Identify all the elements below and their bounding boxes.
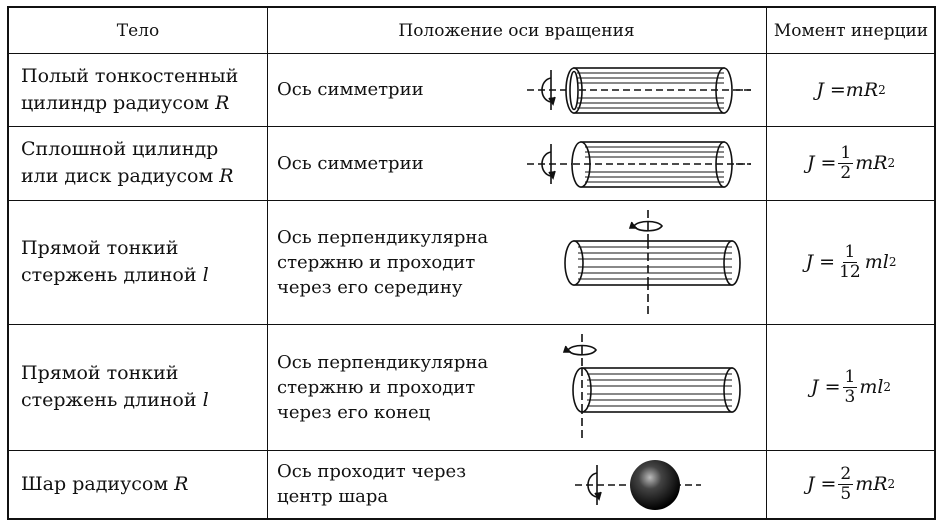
- axis-line: через его середину: [277, 276, 463, 298]
- axis-cell: Ось симметрии: [267, 126, 517, 200]
- body-cell: Полый тонкостенный цилиндр радиусом R: [9, 53, 267, 126]
- formula-lhs: J =: [806, 152, 837, 174]
- rod-end-axis-figure: [562, 334, 741, 442]
- fraction-denominator: 3: [844, 386, 856, 407]
- formula-exponent: 2: [883, 380, 892, 394]
- fraction-numerator: 1: [842, 241, 858, 263]
- fraction-numerator: 1: [842, 366, 858, 388]
- row-divider: [9, 200, 934, 201]
- fraction-numerator: 1: [838, 142, 854, 164]
- axis-line: стержню и проходит: [277, 251, 476, 273]
- axis-line: через его конец: [277, 401, 431, 423]
- formula-exponent: 2: [888, 255, 897, 269]
- rod-middle-axis-figure: [564, 210, 741, 316]
- axis-line: Ось перпендикулярна: [277, 226, 489, 248]
- formula-rhs: mR: [855, 473, 888, 495]
- fraction-denominator: 5: [840, 483, 852, 504]
- formula-rhs: mR: [855, 152, 888, 174]
- body-cell: Шар радиусом R: [9, 450, 267, 518]
- formula-lhs: J =: [806, 473, 837, 495]
- body-variable: R: [215, 91, 230, 114]
- formula-rhs: ml: [864, 251, 889, 273]
- axis-cell: Ось перпендикулярна стержню и проходит ч…: [267, 324, 517, 450]
- body-line: Прямой тонкий: [21, 362, 179, 384]
- row-divider: [9, 324, 934, 325]
- body-cell: Прямой тонкий стержень длиной l: [9, 324, 267, 450]
- formula-lhs: J =: [805, 251, 836, 273]
- axis-line: стержню и проходит: [277, 376, 476, 398]
- inertia-table: Тело Положение оси вращения Момент инерц…: [7, 6, 936, 520]
- axis-line: центр шара: [277, 486, 389, 507]
- header-moment-of-inertia: Момент инерции: [773, 20, 929, 41]
- body-line: стержень длиной: [21, 389, 197, 411]
- axis-line: Ось перпендикулярна: [277, 351, 489, 373]
- fraction-denominator: 2: [840, 162, 852, 183]
- axis-cell: Ось перпендикулярна стержню и проходит ч…: [267, 200, 517, 324]
- row-divider: [9, 126, 934, 127]
- body-line: стержень длиной: [21, 264, 197, 286]
- formula-exponent: 2: [887, 477, 896, 491]
- column-divider: [766, 8, 767, 518]
- sphere-figure: [575, 460, 701, 510]
- body-variable: l: [202, 389, 209, 411]
- column-divider: [267, 8, 268, 518]
- solid-cylinder-figure: [527, 141, 751, 188]
- axis-cell: Ось проходит через центр шара: [267, 450, 517, 518]
- formula-lhs: J =: [816, 78, 846, 101]
- axis-line: Ось проходит через: [277, 461, 467, 482]
- body-line: цилиндр радиусом: [21, 91, 210, 114]
- fraction-numerator: 2: [838, 463, 854, 485]
- body-line: Сплошной цилиндр: [21, 138, 219, 160]
- hollow-cylinder-figure: [527, 67, 751, 114]
- row-divider: [9, 53, 934, 54]
- header-axis-position: Положение оси вращения: [398, 20, 635, 41]
- body-variable: l: [202, 264, 209, 286]
- body-cell: Сплошной цилиндр или диск радиусом R: [9, 126, 267, 200]
- body-line: Шар радиусом: [21, 472, 169, 495]
- body-cell: Прямой тонкий стержень длиной l: [9, 200, 267, 324]
- formula-rhs: ml: [859, 376, 884, 398]
- formula-lhs: J =: [810, 376, 841, 398]
- formula-rhs: mR: [845, 78, 879, 101]
- axis-line: Ось симметрии: [277, 152, 424, 174]
- formula-exponent: 2: [878, 82, 886, 97]
- axis-cell: Ось симметрии: [267, 53, 517, 126]
- body-variable: R: [174, 472, 189, 495]
- body-line: Полый тонкостенный: [21, 64, 239, 87]
- formula-exponent: 2: [887, 156, 896, 170]
- fraction-denominator: 12: [839, 261, 861, 282]
- row-divider: [9, 450, 934, 451]
- body-line: или диск радиусом: [21, 165, 214, 187]
- header-body: Тело: [116, 20, 160, 41]
- axis-line: Ось симметрии: [277, 79, 424, 100]
- body-variable: R: [219, 165, 234, 187]
- body-line: Прямой тонкий: [21, 237, 179, 259]
